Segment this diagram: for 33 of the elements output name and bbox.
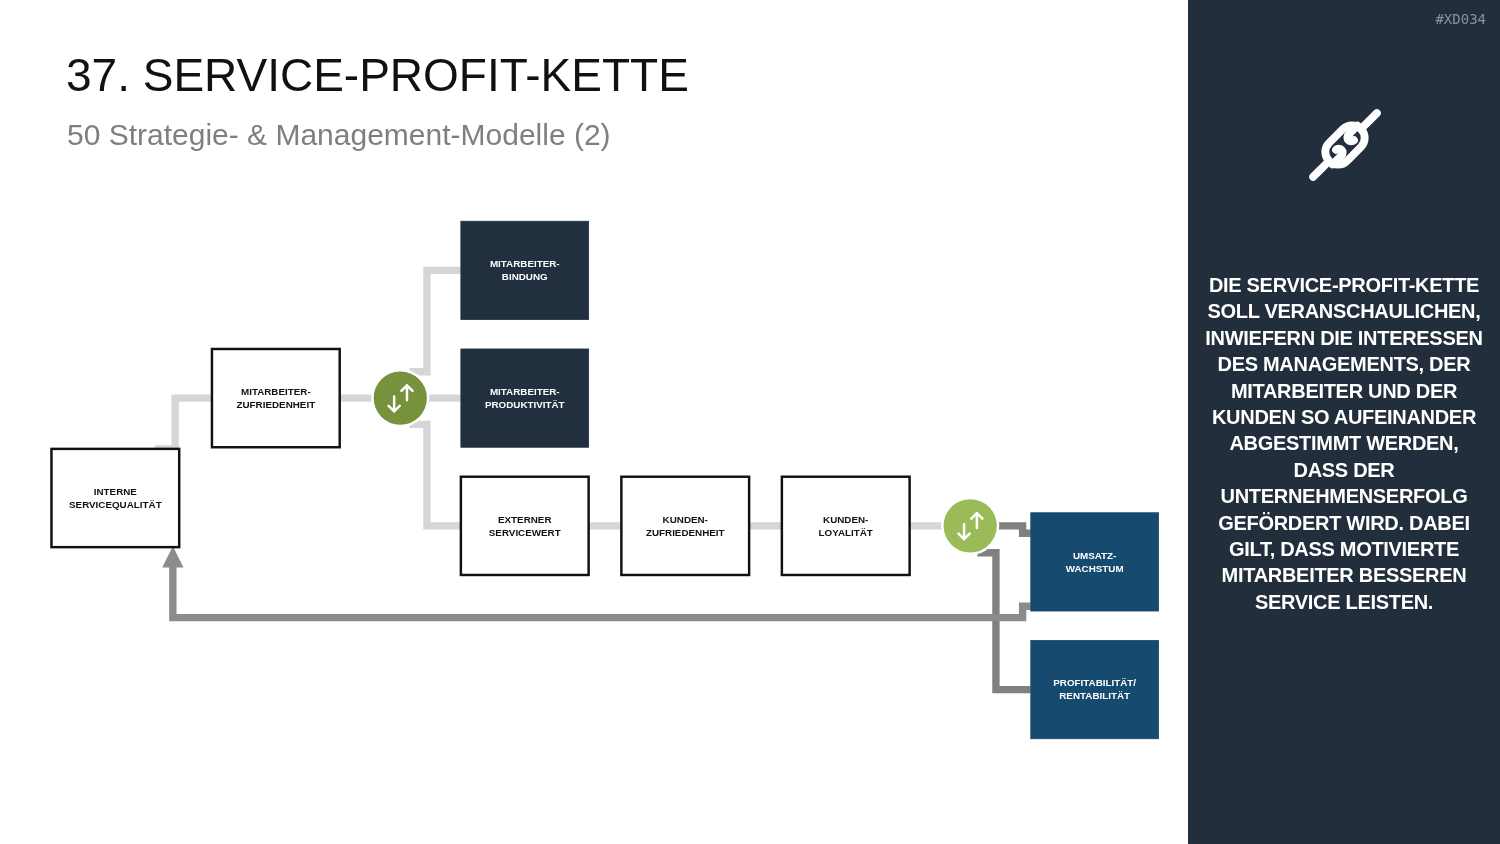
connector-line — [339, 394, 373, 402]
process-box — [459, 475, 590, 577]
connector-line — [409, 266, 461, 376]
box-label: KUNDEN- LOYALITÄT — [817, 512, 874, 540]
box-label: KUNDEN- ZUFRIEDENHEIT — [644, 512, 726, 540]
process-box — [1030, 512, 1159, 612]
box-label: MITARBEITER- BINDUNG — [488, 257, 561, 284]
process-box — [50, 447, 181, 549]
process-box — [780, 475, 911, 577]
process-box — [460, 348, 590, 448]
box-label: INTERNE SERVICEQUALITÄT — [68, 484, 163, 512]
subtitle: 50 Strategie- & Management-Modelle (2) — [67, 117, 611, 153]
process-box — [460, 220, 590, 320]
process-box — [620, 475, 751, 577]
box-label: MITARBEITER- PRODUKTIVITÄT — [483, 384, 566, 412]
description-text: DIE SERVICE-PROFIT-KETTE SOLL VERANSCHAULICHEN, INWIEFERN DIE INTERESSEN DES MANAGEMENTS, DER MITARBEITER UND DER KUNDEN SO AUFEINANDER ABGESTIMMT WERDEN, DASS DER UNTERNEHMENSERFOLG GEFÖRDERT WIRD. DABEI GILT, DASS MOTIVIERTE MITARBEITER BESSEREN SERVICE LEISTEN. — [1204, 273, 1484, 615]
process-box — [210, 347, 341, 449]
connector-line — [977, 549, 1031, 694]
box-label: EXTERNER SERVICEWERT — [487, 512, 562, 540]
process-box — [1030, 640, 1159, 740]
box-label: PROFITABILITÄT/ RENTABILITÄT — [1052, 676, 1138, 703]
connector-line — [998, 522, 1031, 537]
junction-circle — [941, 496, 1000, 555]
connector-line — [409, 420, 461, 530]
slide-code: #XD034 — [1435, 11, 1486, 28]
box-label: UMSATZ- WACHSTUM — [1064, 548, 1125, 576]
box-label: MITARBEITER- ZUFRIEDENHEIT — [235, 384, 317, 412]
connector-line — [428, 394, 461, 402]
connector-line — [909, 522, 943, 530]
title: 37. SERVICE-PROFIT-KETTE — [66, 50, 689, 101]
connector-line — [588, 522, 622, 530]
junction-circle — [371, 369, 430, 428]
connector-line — [749, 522, 782, 530]
